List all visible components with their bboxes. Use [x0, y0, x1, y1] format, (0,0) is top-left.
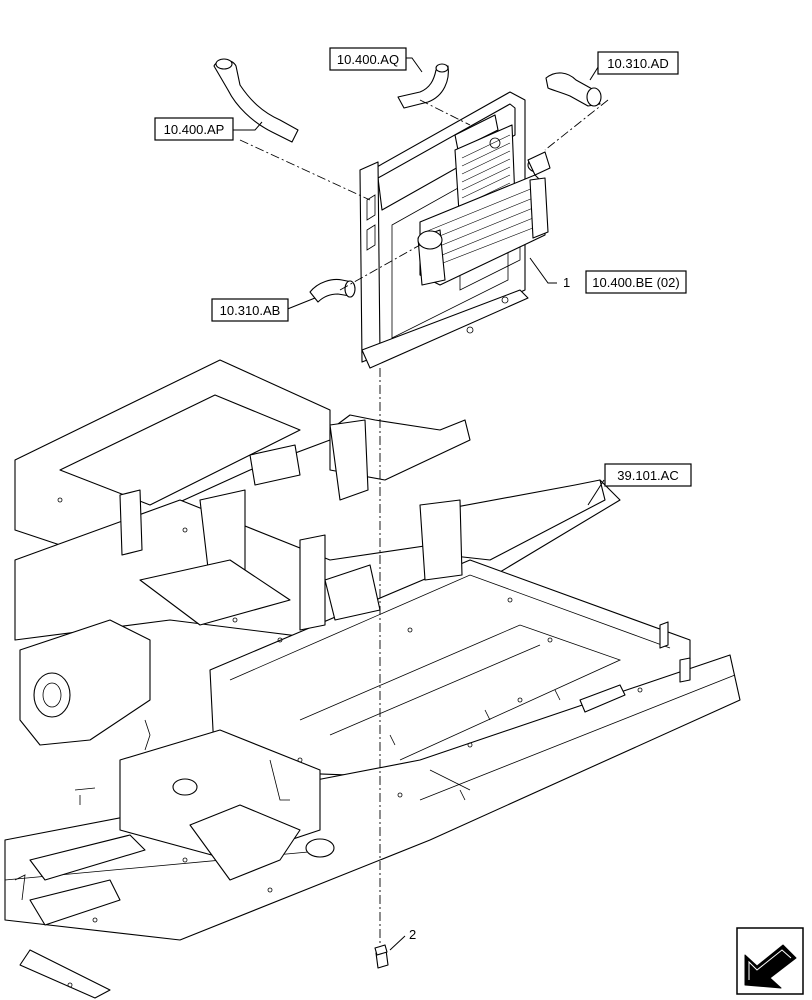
label-10-400-aq-text: 10.400.AQ [337, 52, 399, 67]
leader-lines [233, 57, 605, 951]
label-10-400-aq[interactable]: 10.400.AQ [329, 47, 407, 71]
label-10-400-ap[interactable]: 10.400.AP [154, 117, 234, 141]
hose-10-310-ab [309, 278, 356, 303]
hose-10-400-aq [397, 63, 449, 109]
label-10-310-ad[interactable]: 10.310.AD [597, 51, 679, 75]
label-10-400-ap-text: 10.400.AP [164, 122, 225, 137]
hose-10-310-ad [545, 72, 602, 107]
label-10-400-be-02-text: 10.400.BE (02) [592, 275, 679, 290]
item-number-1: 1 [563, 275, 570, 290]
navigation-arrow-icon[interactable] [736, 927, 804, 995]
hose-10-400-ap [213, 58, 299, 143]
label-10-310-ab-text: 10.310.AB [220, 303, 281, 318]
label-10-310-ad-text: 10.310.AD [607, 56, 668, 71]
upper-frame [4, 359, 741, 999]
bolt [374, 944, 389, 969]
item-number-2: 2 [409, 927, 416, 942]
label-39-101-ac-text: 39.101.AC [617, 468, 678, 483]
label-10-400-be-02[interactable]: 10.400.BE (02) [585, 270, 687, 294]
label-39-101-ac[interactable]: 39.101.AC [604, 463, 692, 487]
label-10-310-ab[interactable]: 10.310.AB [211, 298, 289, 322]
cooler-assembly [359, 91, 551, 369]
alignment-lines [239, 99, 609, 945]
